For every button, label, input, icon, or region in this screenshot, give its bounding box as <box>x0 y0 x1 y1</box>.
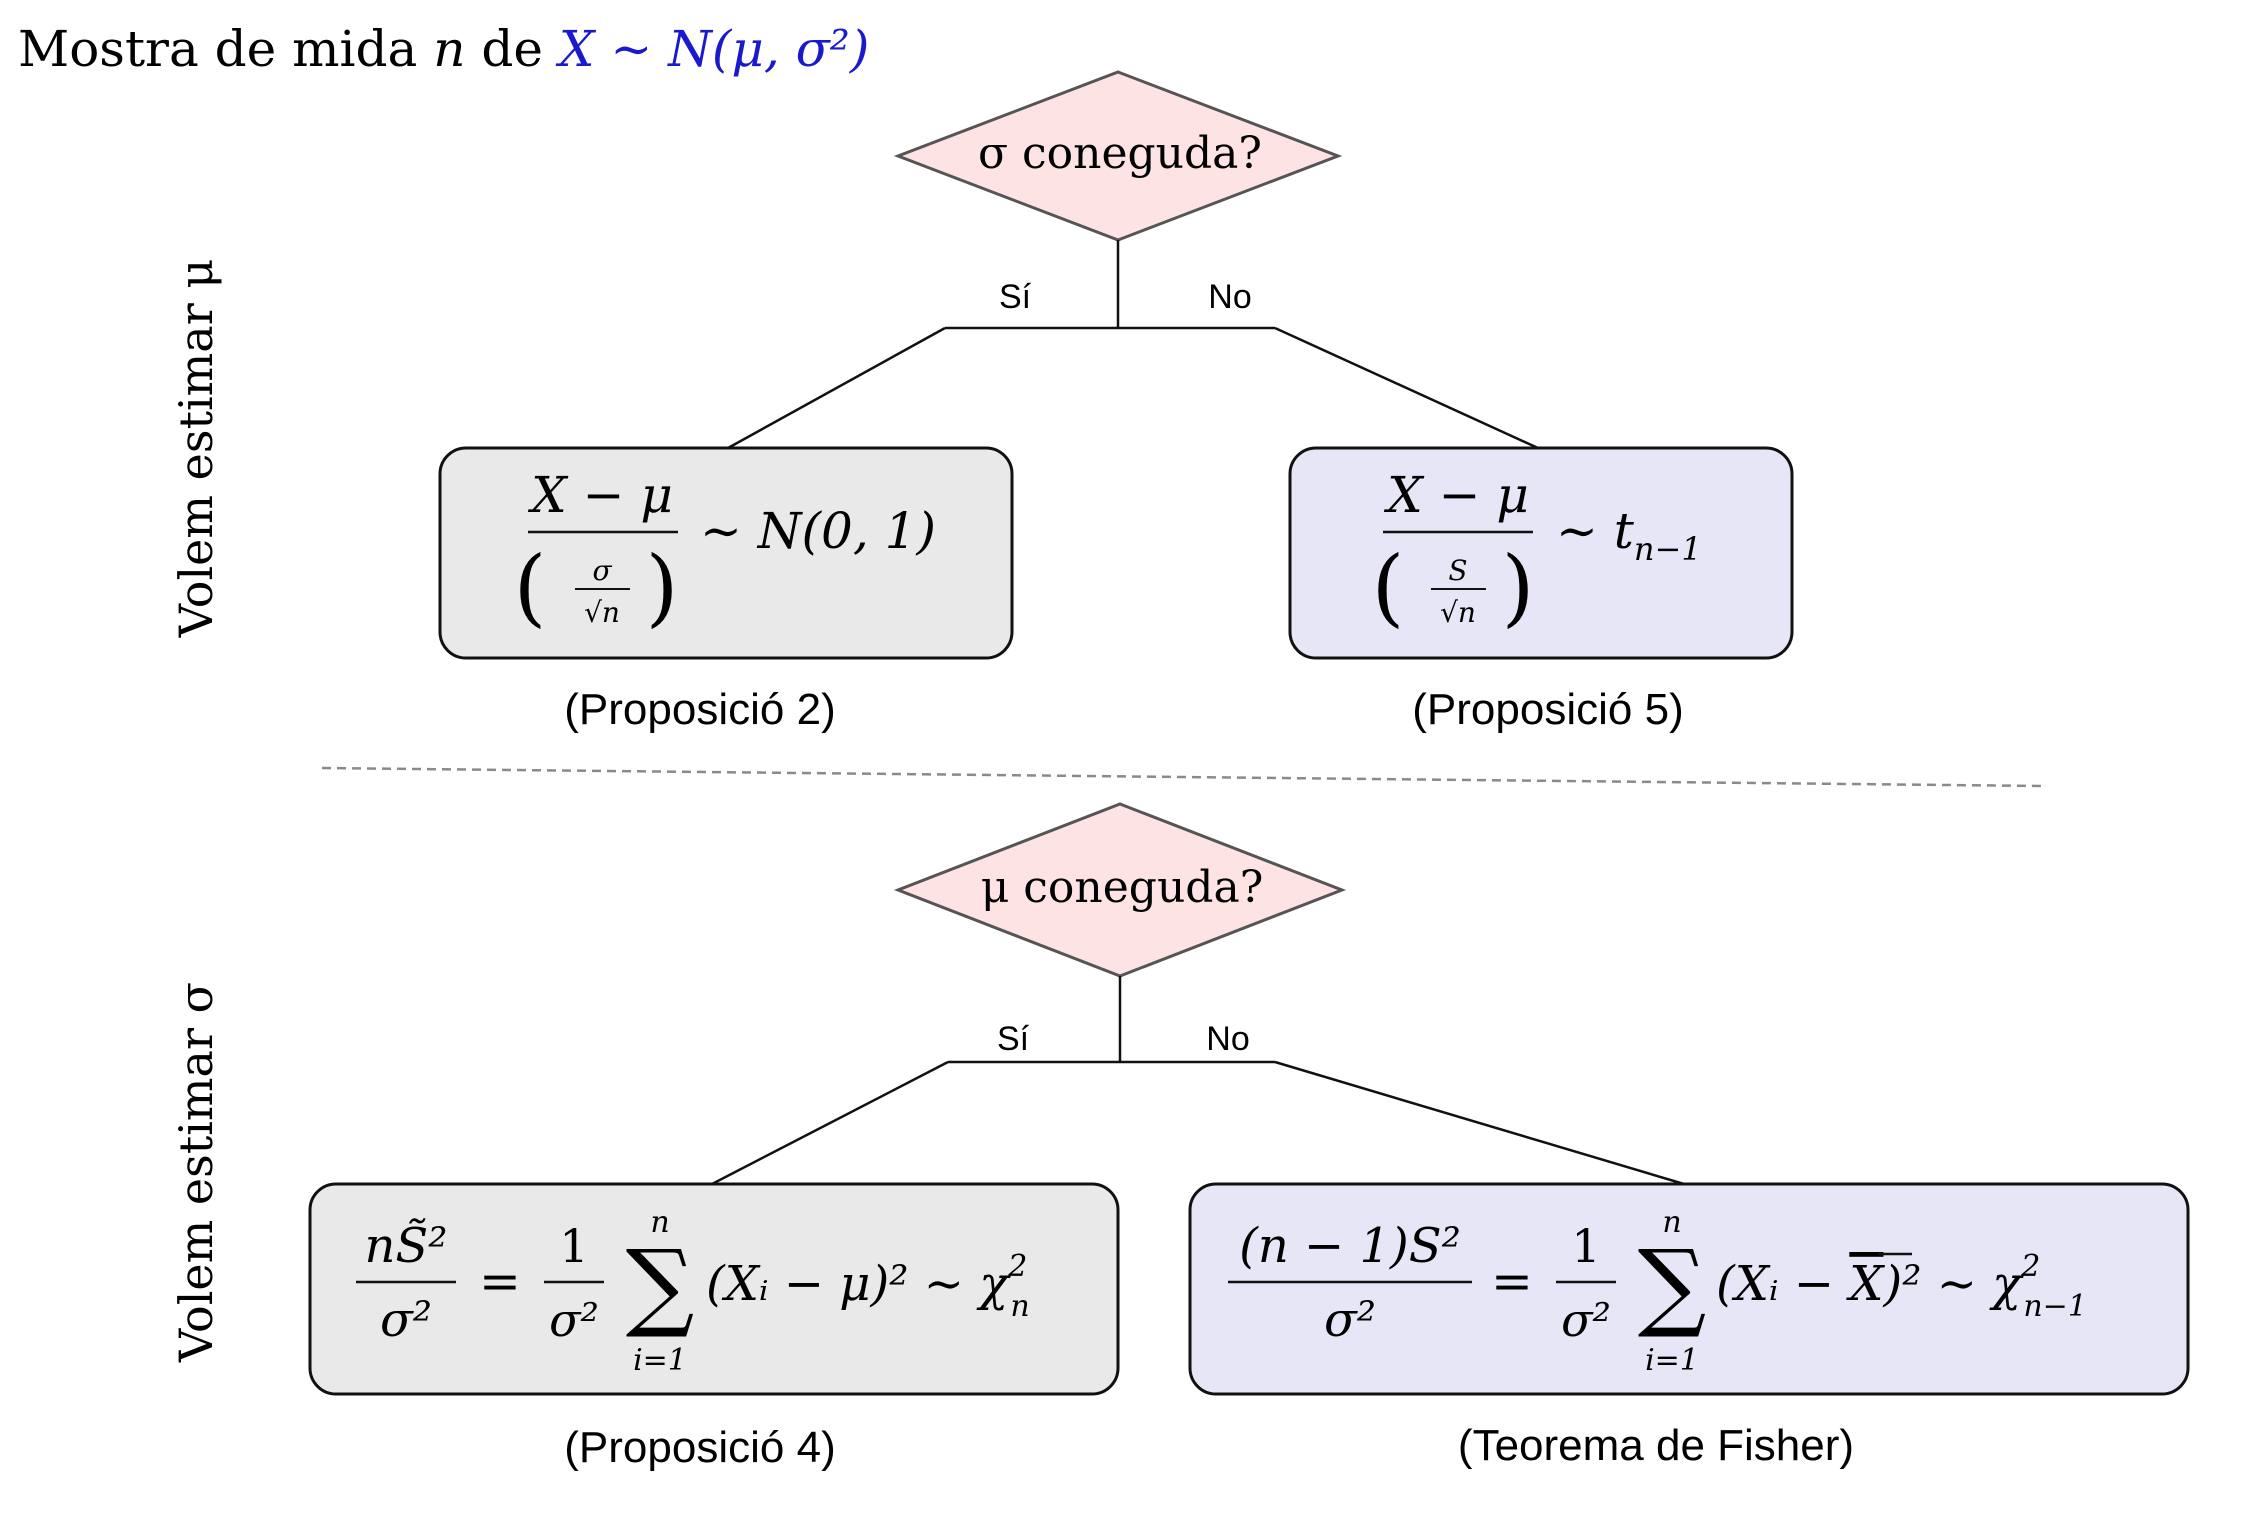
title-distribution: X ∼ N(μ, σ²) <box>555 20 870 78</box>
result-box-prop2 <box>438 446 1014 660</box>
prop4-sum-top: n <box>650 1205 669 1240</box>
prop4-term: (Xᵢ − μ)² ∼ χ2 n <box>706 1249 1030 1324</box>
prop4-chi-sub: n <box>1010 1289 1029 1324</box>
prop5-right-paren: ) <box>1502 538 1535 636</box>
fisher-term-a: (Xᵢ − <box>1716 1256 1849 1312</box>
fisher-sum-top: n <box>1662 1205 1681 1240</box>
formula-prop4: nS̃² σ² = 1 σ² n ∑ i=1 (Xᵢ − μ)² ∼ χ2 n <box>356 1205 1030 1378</box>
fisher-eq: = <box>1491 1252 1533 1310</box>
formula-prop5: X − μ ( S √n ) ∼ tn−1 <box>1372 466 1702 636</box>
fisher-frac-num: (n − 1)S² <box>1239 1218 1461 1274</box>
prop5-rhs-t: ∼ t <box>1556 502 1635 560</box>
prop2-numerator: X − μ <box>527 466 673 524</box>
formula-prop2: X − μ ( σ √n ) ∼ N(0, 1) <box>514 466 936 636</box>
prop4-frac-den: σ² <box>380 1292 432 1348</box>
result-box-fisher <box>1188 1182 2190 1396</box>
section-separator <box>321 766 2043 788</box>
no-label-sigma: No <box>1206 1020 1249 1058</box>
prop4-chi-sup: 2 <box>1007 1249 1027 1284</box>
prop4-sig2: σ² <box>549 1293 599 1347</box>
caption-fisher: (Teorema de Fisher) <box>1458 1421 1854 1470</box>
side-label-sigma: Volem estimar σ <box>169 982 223 1363</box>
prop5-den-top: S <box>1448 554 1467 587</box>
prop4-term-text: (Xᵢ − μ)² ∼ χ <box>706 1256 1011 1312</box>
prop5-numerator: X − μ <box>1383 466 1529 524</box>
prop2-left-paren: ( <box>514 538 547 636</box>
prop5-rhs: ∼ tn−1 <box>1556 502 1702 568</box>
fisher-chi-sub: n−1 <box>2023 1289 2087 1324</box>
decision-label-sigma: σ coneguda? <box>978 128 1262 179</box>
formula-fisher: (n − 1)S² σ² = 1 σ² n ∑ i=1 (Xᵢ − X)² ∼ … <box>1228 1205 2087 1378</box>
prop5-left-paren: ( <box>1372 538 1405 636</box>
fisher-term-b: )² ∼ χ <box>1882 1256 2024 1312</box>
prop5-rhs-sub: n−1 <box>1634 530 1702 568</box>
prop4-sum-bottom: i=1 <box>633 1343 687 1378</box>
title-de: de <box>465 20 558 78</box>
prop5-den-bottom: √n <box>1440 596 1476 629</box>
prop2-rhs: ∼ N(0, 1) <box>700 502 936 560</box>
yes-label-sigma: Sí <box>997 1020 1030 1058</box>
yes-label-mu: Sí <box>999 278 1032 316</box>
side-label-mu: Volem estimar μ <box>169 259 223 638</box>
decision-label-mu: μ coneguda? <box>981 862 1264 913</box>
fisher-sig2: σ² <box>1561 1293 1611 1347</box>
page-title: Mostra de mida n de X ∼ N(μ, σ²) <box>18 20 869 78</box>
fisher-term-xbar: X <box>1845 1256 1885 1312</box>
connectors-sigma <box>711 976 1685 1186</box>
caption-prop2: (Proposició 2) <box>564 685 835 734</box>
title-n: n <box>433 20 465 78</box>
prop2-right-paren: ) <box>646 538 679 636</box>
prop2-den-top: σ <box>592 554 612 587</box>
prop4-eq: = <box>479 1252 521 1310</box>
fisher-frac-den: σ² <box>1324 1292 1376 1348</box>
prop4-one: 1 <box>559 1219 588 1273</box>
fisher-term: (Xᵢ − X)² ∼ χ2 n−1 <box>1716 1249 2087 1324</box>
prop2-den-bottom: √n <box>584 596 620 629</box>
caption-prop4: (Proposició 4) <box>564 1423 835 1472</box>
fisher-chi-sup: 2 <box>2020 1249 2040 1284</box>
title-prefix: Mostra de mida <box>18 20 433 78</box>
no-label-mu: No <box>1208 278 1251 316</box>
connectors-mu <box>727 240 1539 450</box>
result-box-prop5 <box>1288 446 1794 660</box>
fisher-sum-bottom: i=1 <box>1645 1343 1699 1378</box>
result-box-prop4 <box>308 1182 1120 1396</box>
prop4-sum-sign: ∑ <box>626 1229 695 1341</box>
fisher-one: 1 <box>1571 1219 1600 1273</box>
fisher-sum-sign: ∑ <box>1638 1229 1707 1341</box>
prop4-frac-num: nS̃² <box>364 1216 447 1274</box>
caption-prop5: (Proposició 5) <box>1412 685 1683 734</box>
